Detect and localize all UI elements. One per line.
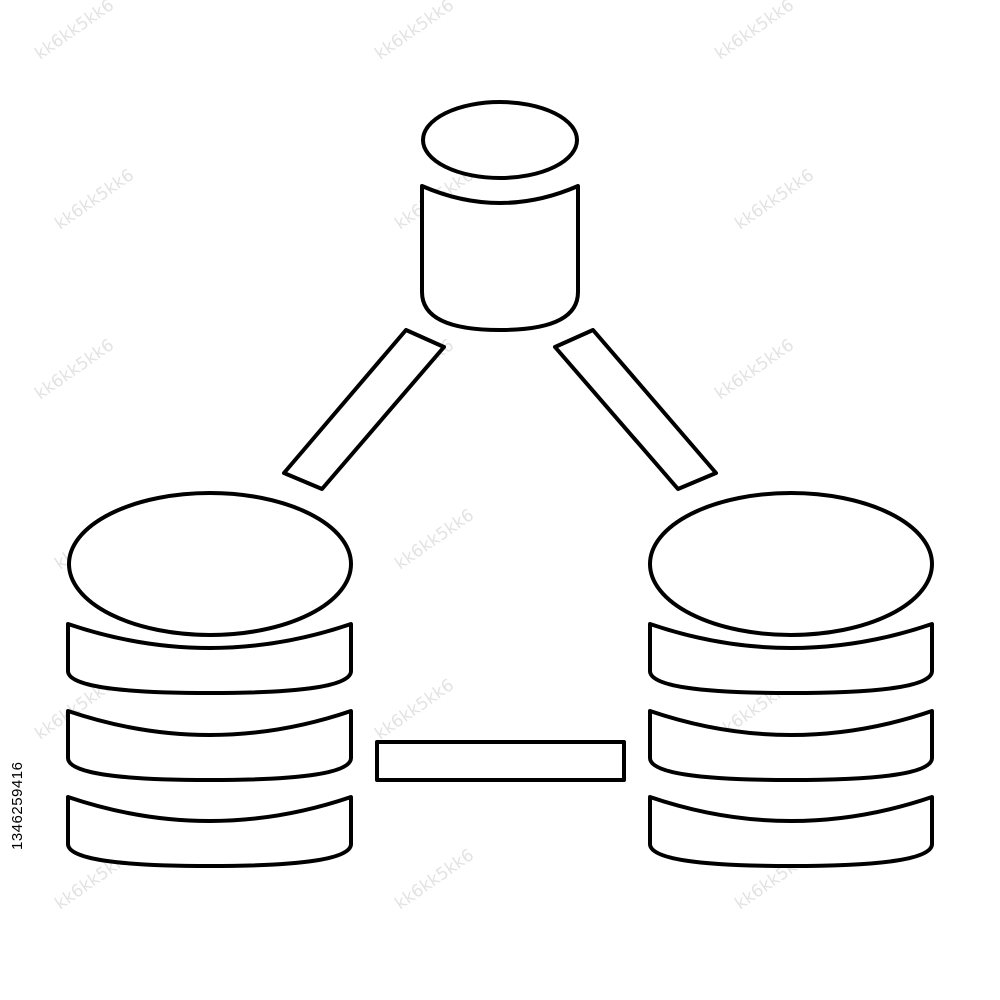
right-database-lid [648,491,934,637]
left-database-disk [66,795,353,868]
link-left-right [375,740,626,782]
watermark-text: kk6kk5kk6 [371,675,457,744]
stock-id-watermark: 1346259416 [9,762,26,850]
watermark-text: kk6kk5kk6 [711,0,797,64]
link-bars [282,328,718,782]
left-database-lid [67,491,353,637]
watermark-text: kk6kk5kk6 [51,165,137,234]
watermark-text: kk6kk5kk6 [711,335,797,404]
watermark-text: kk6kk5kk6 [391,845,477,914]
top-database-lid [421,100,579,180]
watermark-text: kk6kk5kk6 [391,505,477,574]
link-top-left [282,328,446,491]
watermark-text: kk6kk5kk6 [731,165,817,234]
top-database-body [420,184,580,332]
left-database-disk [66,709,353,782]
watermark-text: kk6kk5kk6 [31,0,117,64]
top-database-icon [420,100,580,332]
watermark-text: kk6kk5kk6 [31,335,117,404]
right-database-icon [648,491,934,868]
left-database-icon [66,491,353,868]
watermark-text: kk6kk5kk6 [371,0,457,64]
left-database-disk [66,622,353,695]
link-top-right [553,328,718,491]
right-database-disk [648,709,934,782]
right-database-disk [648,622,934,695]
right-database-disk [648,795,934,868]
